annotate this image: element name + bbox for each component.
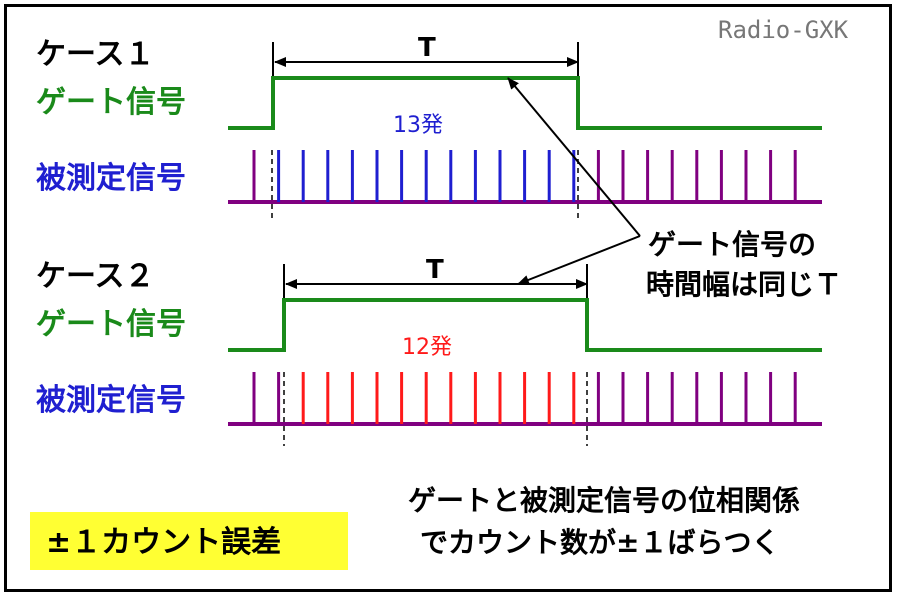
case2-count-label: 12発 [402, 335, 452, 360]
note-line2: 時間幅は同じＴ [646, 268, 842, 301]
case1-gate-waveform [228, 76, 822, 130]
case1-gate-label: ゲート信号 [36, 85, 186, 120]
case1-title: ケース１ [36, 37, 155, 72]
case1-pulses [252, 150, 797, 202]
case2-gate-waveform [228, 298, 822, 352]
case1-signal-label: 被測定信号 [36, 161, 186, 196]
case1-period-label: T [418, 33, 436, 63]
case2-signal-label: 被測定信号 [36, 383, 186, 418]
credit-text: Radio-GXK [718, 16, 849, 44]
case2-pulses [252, 372, 797, 424]
summary-line1: ゲートと被測定信号の位相関係 [408, 484, 800, 517]
note-line1: ゲート信号の [648, 228, 816, 261]
error-box [30, 512, 348, 570]
note-arrow-to-case1 [507, 77, 641, 237]
diagram-frame [4, 4, 892, 592]
case2-period-label: T [426, 255, 444, 285]
case2-gate-label: ゲート信号 [36, 307, 186, 342]
note-arrow-to-case2 [517, 235, 641, 285]
case2-group: ケース２ ゲート信号 被測定信号 T 12発 [36, 255, 822, 446]
error-box-text: ±１カウント誤差 [46, 525, 281, 560]
case1-count-label: 13発 [393, 113, 443, 138]
case1-group: ケース１ ゲート信号 被測定信号 T 13発 [36, 33, 822, 222]
case2-title: ケース２ [36, 259, 155, 294]
summary-line2: でカウント数が±１ばらつく [420, 526, 779, 559]
